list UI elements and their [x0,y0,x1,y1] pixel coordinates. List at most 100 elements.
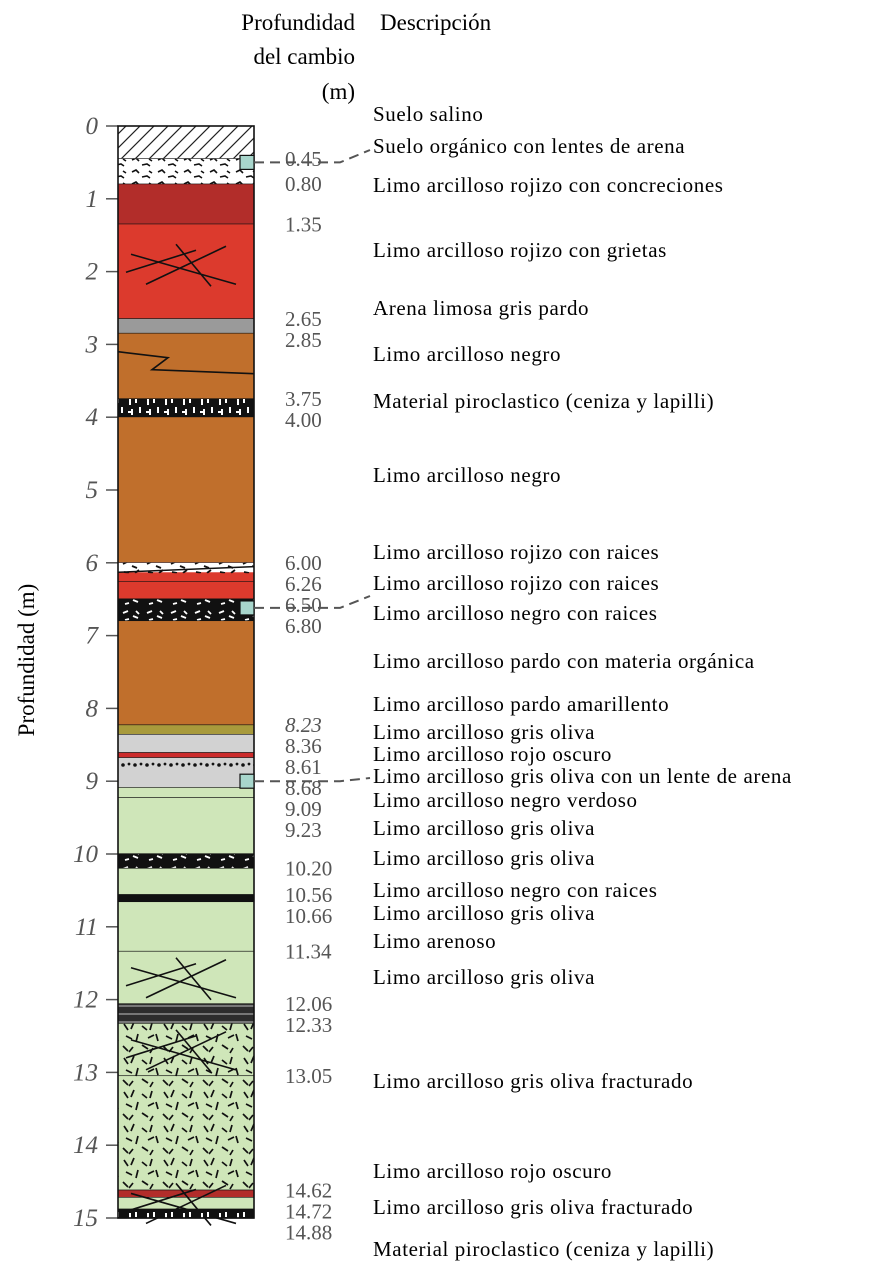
change-depth-label: 13.05 [285,1064,332,1088]
layer-description: Limo arcilloso gris oliva [373,965,595,989]
sample-markers [239,149,371,789]
change-depth-label: 12.06 [285,992,332,1016]
change-depth-label: 12.33 [285,1013,332,1037]
layer-description: Limo arcilloso negro con raices [373,878,658,902]
layer-description: Limo arcilloso negro [373,342,561,366]
depth-tick-label: 3 [85,331,99,358]
change-depth-label: 8.36 [285,734,322,758]
lithology-layer [118,752,254,759]
sample-marker [239,773,371,789]
change-depth-label: 8.23 [285,713,322,737]
depth-tick-label: 0 [86,113,99,140]
lithology-column [117,125,255,1226]
layer-description: Material piroclastico (ceniza y lapilli) [373,389,714,413]
change-depth-label: 9.09 [285,797,322,821]
layer-description: Limo arenoso [373,929,496,953]
change-depth-label: 6.50 [285,593,322,617]
header-description: Descripción [380,10,492,35]
header-depth-change-line1: Profundidad [241,10,355,35]
lithology-layer [118,1209,254,1219]
lithology-layer [118,126,254,160]
layer-description: Limo arcilloso gris oliva [373,846,595,870]
lithology-layer [118,734,254,754]
y-axis-title: Profundidad (m) [14,584,39,737]
change-depth-label: 0.45 [285,147,322,171]
header-depth-change-unit: (m) [322,79,355,104]
depth-tick-label: 7 [86,623,100,650]
change-depth-label: 6.80 [285,614,322,638]
column-border [117,125,255,1219]
depth-tick-label: 15 [73,1205,98,1232]
layer-description: Material piroclastico (ceniza y lapilli) [373,1237,714,1261]
lithology-layer [118,399,254,418]
change-depth-label: 10.56 [285,883,332,907]
change-depth-label: 1.35 [285,212,322,236]
layer-description: Limo arcilloso rojizo con raices [373,571,659,595]
lithology-layer [118,1003,254,1025]
layer-description: Limo arcilloso rojo oscuro [373,1159,612,1183]
change-depth-label: 9.23 [285,818,322,842]
layer-description: Limo arcilloso gris oliva [373,720,595,744]
change-depth-label: 14.72 [285,1199,332,1223]
depth-tick-label: 5 [86,477,99,504]
depth-tick-label: 11 [75,914,98,941]
lithology-layer [118,581,254,600]
layer-description: Limo arcilloso rojo oscuro [373,742,612,766]
lithology-layer [118,158,254,185]
layer-description: Limo arcilloso gris oliva fracturado [373,1069,693,1093]
lithology-layer [118,868,254,896]
lithology-layer [118,797,254,855]
lithology-layer [118,951,254,1005]
layer-description: Limo arcilloso pardo con materia orgánic… [373,649,755,673]
layer-description: Limo arcilloso gris oliva con un lente d… [373,764,792,788]
depth-tick-label: 9 [86,768,99,795]
layer-description: Limo arcilloso gris oliva fracturado [373,1195,693,1219]
depth-tick-label: 6 [86,550,99,577]
layer-description: Suelo orgánico con lentes de arena [373,134,685,158]
change-depth-label: 10.66 [285,904,332,928]
layer-description: Limo arcilloso negro verdoso [373,788,638,812]
sample-marker [239,149,371,170]
lithology-layer [117,333,255,400]
lithology-layer [118,224,254,320]
layer-description: Limo arcilloso rojizo con concreciones [373,173,724,197]
lithology-layer [118,725,254,736]
depth-tick-label: 1 [86,186,99,213]
change-depth-label: 14.62 [285,1178,332,1202]
layer-description: Suelo salino [373,102,483,126]
lithology-layer [118,787,254,799]
change-depth-label: 14.88 [285,1220,332,1244]
change-depth-label: 8.61 [285,755,322,779]
change-depth-label: 3.75 [285,387,322,411]
change-depth-label: 2.85 [285,328,322,352]
lithology-layer [118,894,254,903]
depth-tick-label: 4 [86,404,99,431]
layer-description: Limo arcilloso rojizo con raices [373,540,659,564]
lithology-layer [118,757,254,789]
change-depth-label: 0.80 [285,172,322,196]
layer-description: Limo arcilloso negro con raices [373,601,658,625]
lithology-layer [118,184,254,225]
sample-marker [239,595,371,616]
lithology-layer [118,599,254,622]
lithology-layer [118,318,254,335]
change-depth-label: 10.20 [285,857,332,881]
change-depth-label: 4.00 [285,408,322,432]
depth-tick-label: 14 [73,1132,98,1159]
depth-tick-label: 13 [73,1059,98,1086]
header-depth-change-line2: del cambio [253,44,355,69]
layer-description: Limo arcilloso gris oliva [373,816,595,840]
layer-description: Limo arcilloso negro [373,463,561,487]
lithology-layer [118,1076,254,1191]
layer-description: Limo arcilloso pardo amarillento [373,692,669,716]
lithology-layer [118,854,254,870]
change-depth-label: 2.65 [285,307,322,331]
depth-tick-label: 8 [86,695,99,722]
change-depth-label: 6.26 [285,572,322,596]
layer-description: Limo arcilloso gris oliva [373,901,595,925]
lithology-layer [118,621,254,726]
lithology-layer [118,417,254,564]
layer-description: Limo arcilloso rojizo con grietas [373,238,667,262]
